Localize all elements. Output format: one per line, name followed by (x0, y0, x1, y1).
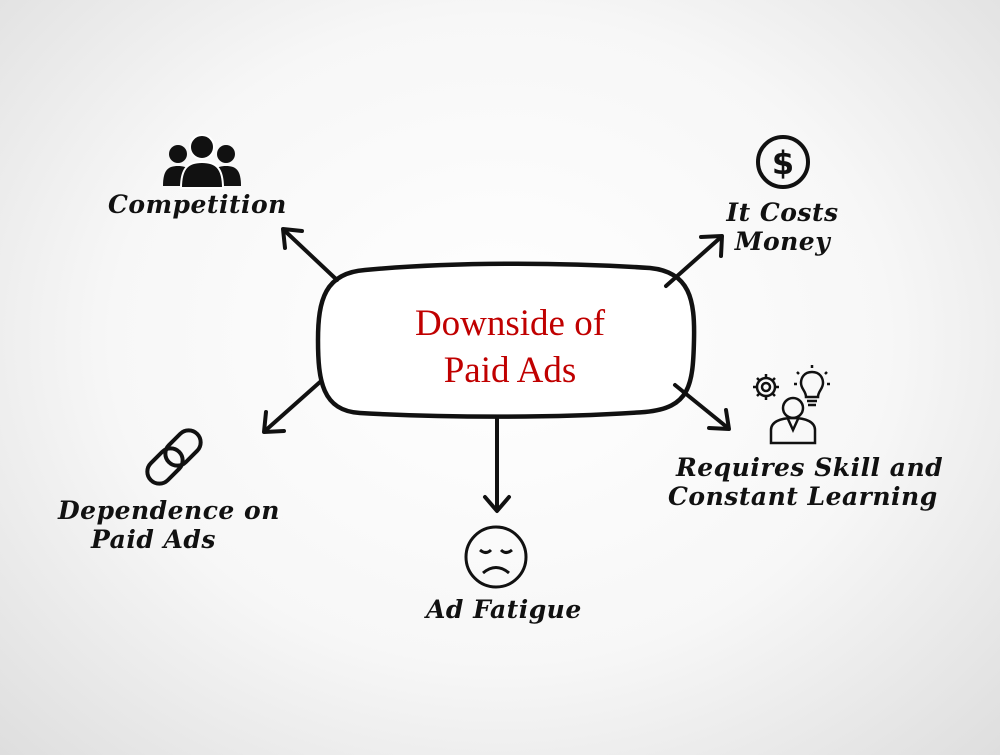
people-group-icon (163, 134, 241, 189)
person-ideas-icon (753, 365, 830, 445)
svg-text:$: $ (772, 144, 794, 182)
center-title-line1: Downside of (414, 303, 606, 344)
label-dependence: Dependence on Paid Ads (58, 496, 280, 554)
center-bubble (315, 261, 697, 419)
arrow-to-skill (673, 383, 731, 431)
label-competition: Competition (108, 190, 287, 219)
arrow-to-costs (664, 234, 724, 288)
center-title-line2: Paid Ads (443, 350, 577, 391)
arrow-to-fatigue (483, 416, 511, 513)
dollar-circle-icon: $ (756, 135, 810, 189)
arrow-to-competition (281, 227, 339, 282)
label-fatigue: Ad Fatigue (426, 595, 582, 624)
sad-face-icon (464, 525, 528, 589)
arrow-to-dependence (262, 380, 322, 434)
chain-link-icon (145, 428, 203, 486)
label-skill: Requires Skill and Constant Learning (668, 453, 944, 511)
center-title: Downside of Paid Ads (330, 300, 690, 394)
label-costs: It Costs Money (726, 198, 839, 256)
